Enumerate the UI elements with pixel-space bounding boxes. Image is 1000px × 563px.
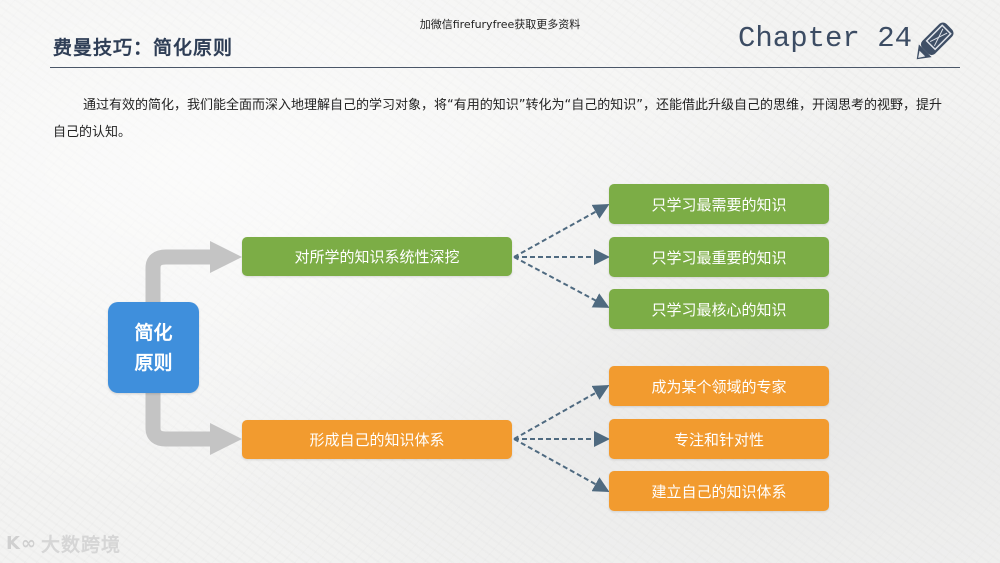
root-label-line2: 原则 [134, 351, 173, 374]
branch-node-knowledge-system: 形成自己的知识体系 [242, 420, 512, 459]
chapter-label: Chapter 24 [738, 22, 913, 55]
leaf-node: 专注和针对性 [609, 419, 829, 459]
slide-title: 费曼技巧：简化原则 [53, 37, 234, 59]
root-node: 简化原则 [108, 302, 199, 393]
leaf-node: 成为某个领域的专家 [609, 366, 829, 406]
watermark-text: 加微信firefuryfree获取更多资料 [419, 18, 581, 31]
logo-text: 大数跨境 [40, 534, 121, 556]
logo-mark-icon: K∞ [6, 533, 37, 554]
root-label-line1: 简化 [134, 321, 173, 344]
intro-paragraph: 通过有效的简化，我们能全面而深入地理解自己的学习对象，将“有用的知识”转化为“自… [53, 98, 942, 140]
leaf-node: 只学习最重要的知识 [609, 237, 829, 277]
branch-node-deep-dig: 对所学的知识系统性深挖 [242, 237, 512, 276]
pencil-icon [916, 22, 954, 60]
leaf-node: 只学习最需要的知识 [609, 184, 829, 224]
header-divider [50, 67, 960, 68]
footer-logo: K∞ 大数跨境 [6, 530, 121, 557]
leaf-node: 只学习最核心的知识 [609, 289, 829, 329]
leaf-node: 建立自己的知识体系 [609, 471, 829, 511]
